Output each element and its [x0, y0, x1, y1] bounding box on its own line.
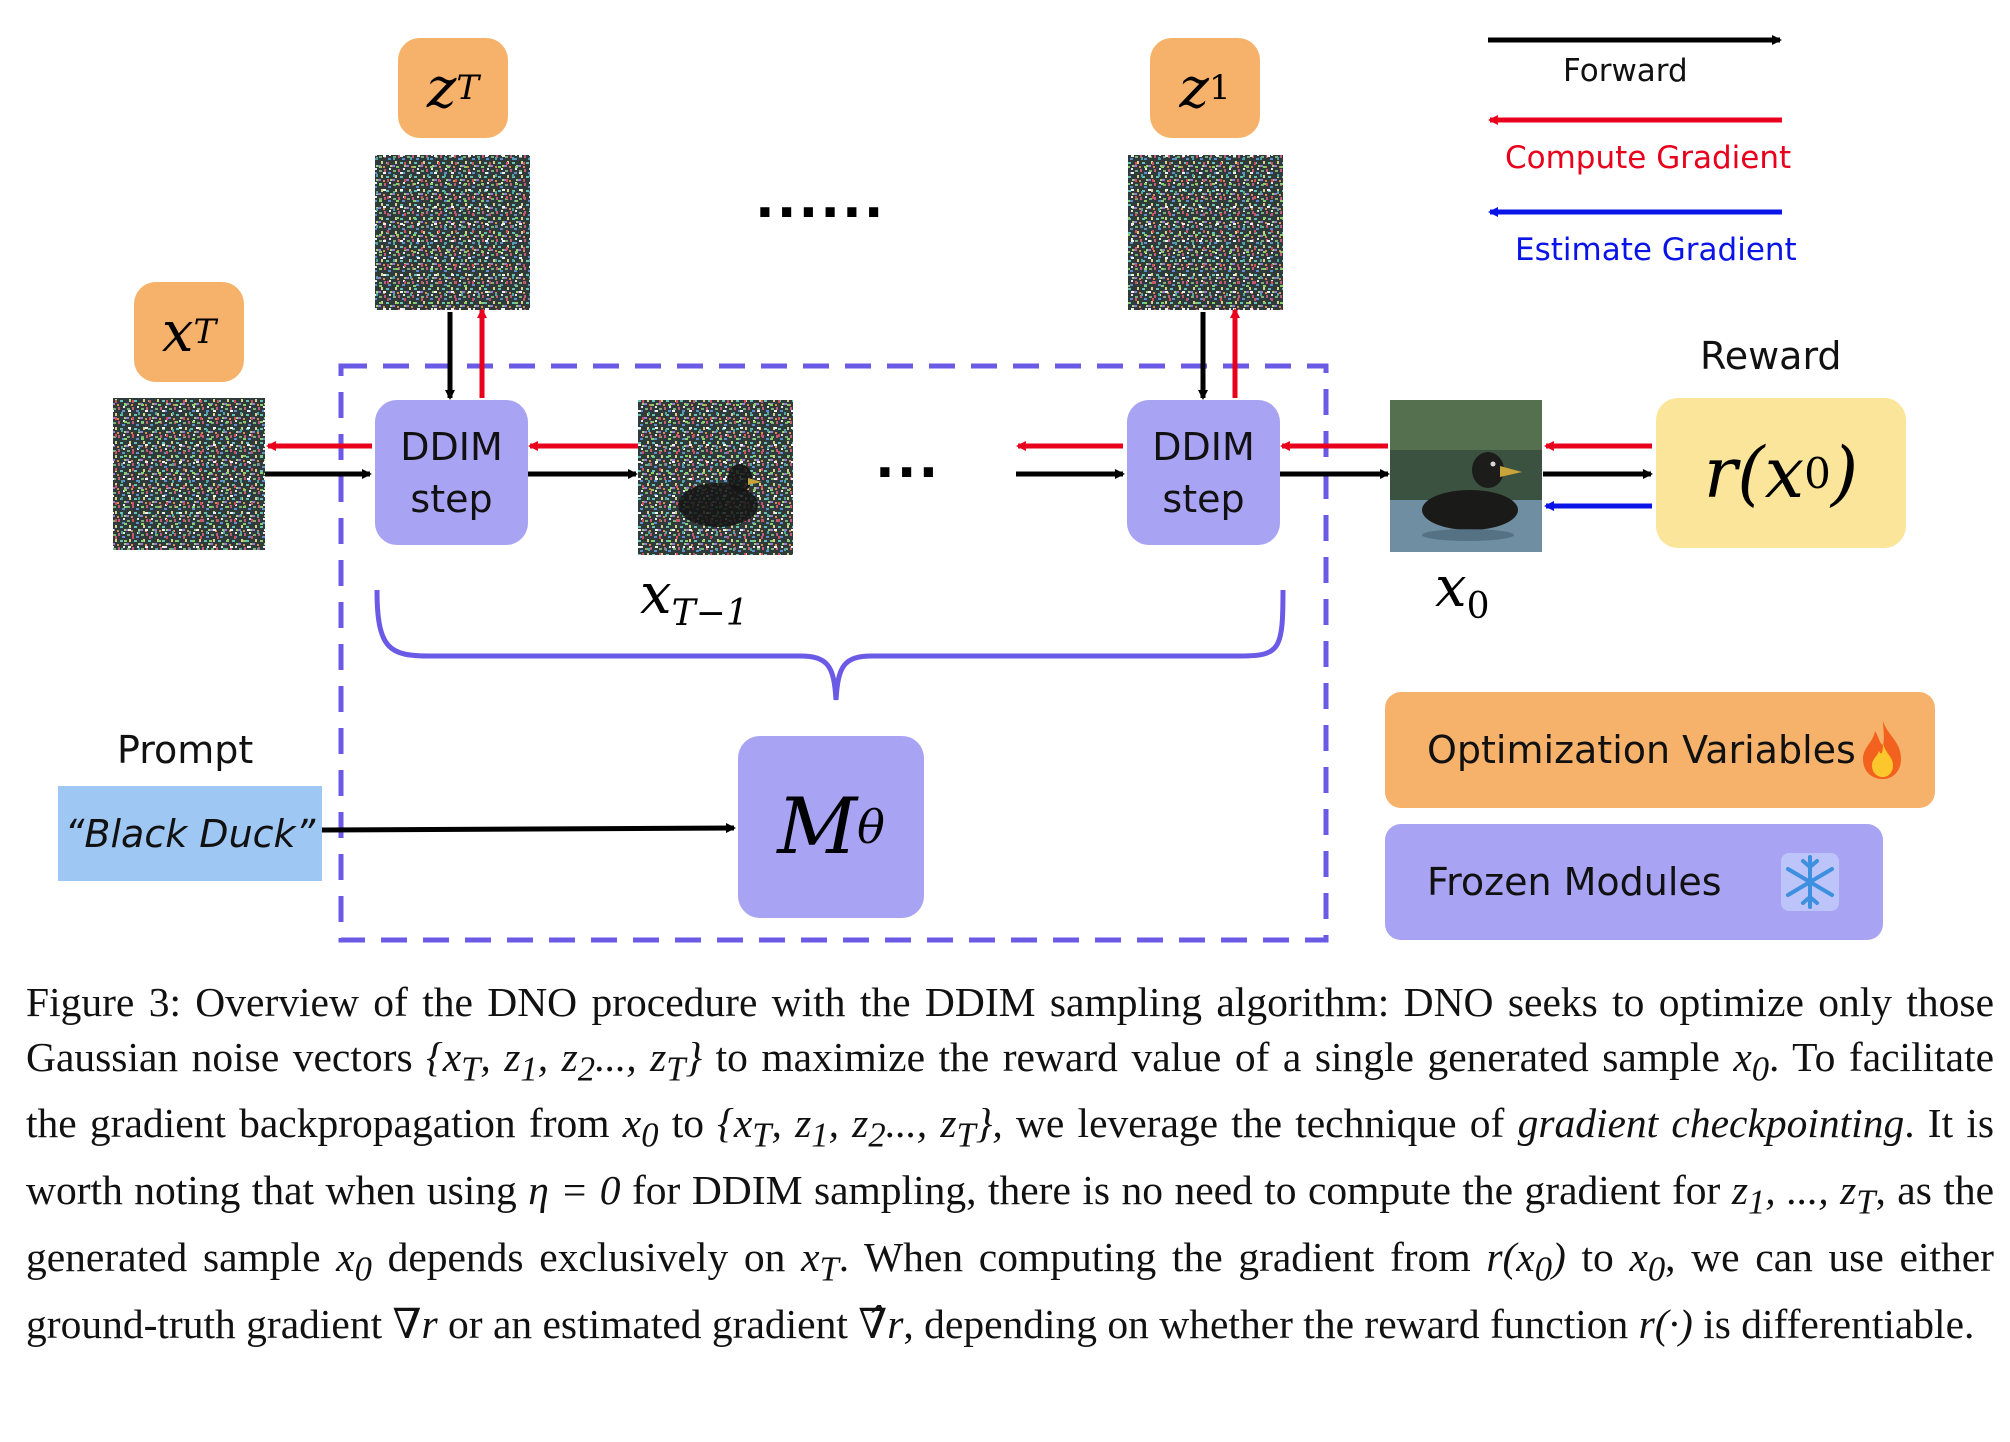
figure-caption: Figure 3: Overview of the DNO procedure … — [26, 979, 1995, 1347]
noise-image-zT — [375, 155, 530, 310]
noise-image-z1 — [1128, 155, 1283, 310]
prompt-text-box: “Black Duck” — [58, 786, 322, 881]
ellipsis-top: ...... — [755, 170, 886, 230]
label-xT-1: xT−1 — [640, 562, 749, 635]
snowflake-icon — [1781, 853, 1839, 911]
ddim-step-box-1: DDIM step — [375, 400, 528, 545]
ddim-step-box-2: DDIM step — [1127, 400, 1280, 545]
frozen-region-frame — [338, 363, 1329, 943]
key-frozen-modules: Frozen Modules — [1385, 824, 1883, 940]
noisy-duck-image-xT-1 — [638, 400, 793, 555]
ellipsis-middle: ... — [875, 430, 941, 490]
label-x0: x0 — [1435, 555, 1490, 628]
fire-icon — [1863, 721, 1901, 779]
legend-forward-label: Forward — [1563, 53, 1688, 89]
prompt-title: Prompt — [117, 728, 254, 772]
noise-image-xT — [113, 398, 265, 550]
reward-title: Reward — [1700, 334, 1842, 378]
legend-compute-label: Compute Gradient — [1505, 140, 1792, 176]
legend-estimate-label: Estimate Gradient — [1515, 232, 1797, 268]
duck-image-x0 — [1390, 400, 1542, 552]
key-optimization-variables: Optimization Variables — [1385, 692, 1935, 808]
arrow-forward-prompt-to-model — [321, 823, 736, 834]
model-brace — [374, 589, 1286, 701]
diagram-canvas — [113, 35, 1782, 943]
